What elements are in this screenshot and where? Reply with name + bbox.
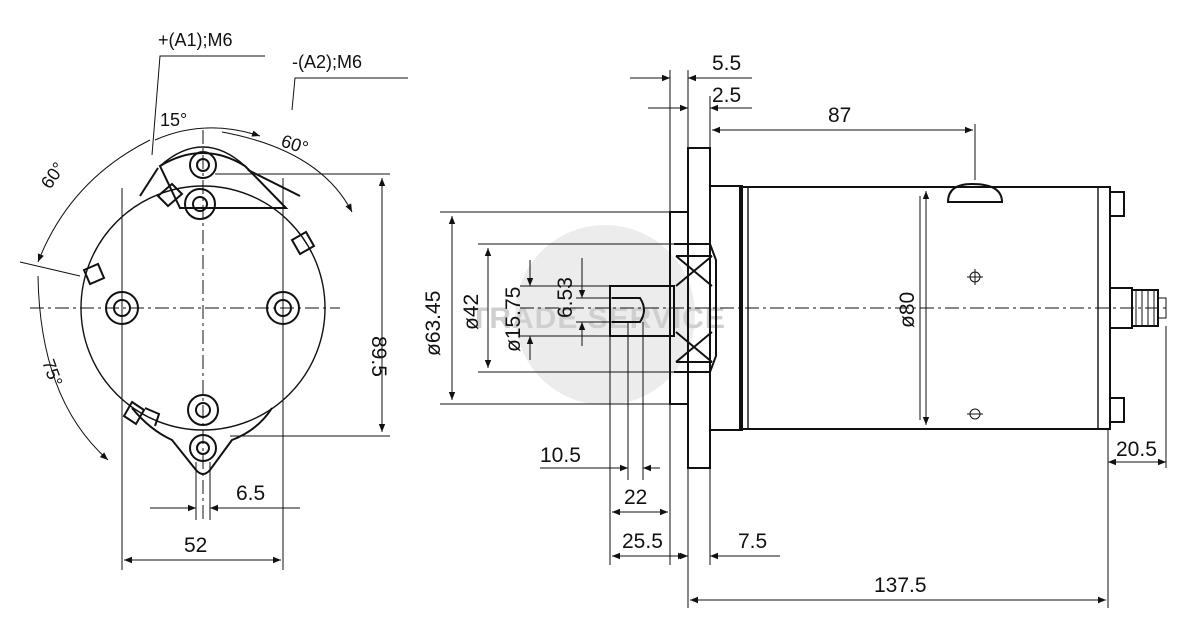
dim-2-5-label: 2.5 [712,84,741,107]
top-slot [946,182,1004,203]
dim-653-label: 6.53 [554,277,577,318]
dim-d42-label: ø42 [460,294,483,330]
angle-75-label: 75° [38,357,66,389]
dim-10-5-label: 10.5 [540,444,581,467]
shaft [609,285,675,337]
dim-137-5-label: 137.5 [874,574,927,597]
dim-height-label: 89.5 [367,336,390,377]
terminal-neg-label: -(A2);M6 [292,52,362,72]
watermark: TRADE SERVICE [470,225,725,405]
dim-7-5-label: 7.5 [738,530,767,553]
angle-60-right-label: 60° [279,131,311,158]
side-view: 5.5 2.5 87 ø63.45 ø42 ø15.75 6.53 ø80 10… [422,52,1170,608]
bearing [674,243,717,373]
flange-outline [158,152,289,209]
dim-width-label: 52 [184,534,207,557]
dim-d63-label: ø63.45 [422,291,445,356]
dim-5-5-label: 5.5 [712,52,741,75]
dim-d80-label: ø80 [896,292,919,328]
dim-slot-label: 6.5 [236,482,265,505]
dim-22-label: 22 [624,486,647,509]
bolt-holes [82,151,316,462]
terminal-pos-label: +(A1);M6 [158,30,233,50]
front-view: +(A1);M6 -(A2);M6 15° 60° 60° 75° 89.5 5… [19,30,408,570]
dim-25-5-label: 25.5 [622,530,663,553]
dim-20-5-label: 20.5 [1116,438,1157,461]
dim-d15-label: ø15.75 [502,287,525,352]
dim-87-label: 87 [828,104,851,127]
motor-housing-circle [80,185,326,431]
angle-15-label: 15° [160,110,187,130]
angle-60-left-label: 60° [37,159,69,193]
